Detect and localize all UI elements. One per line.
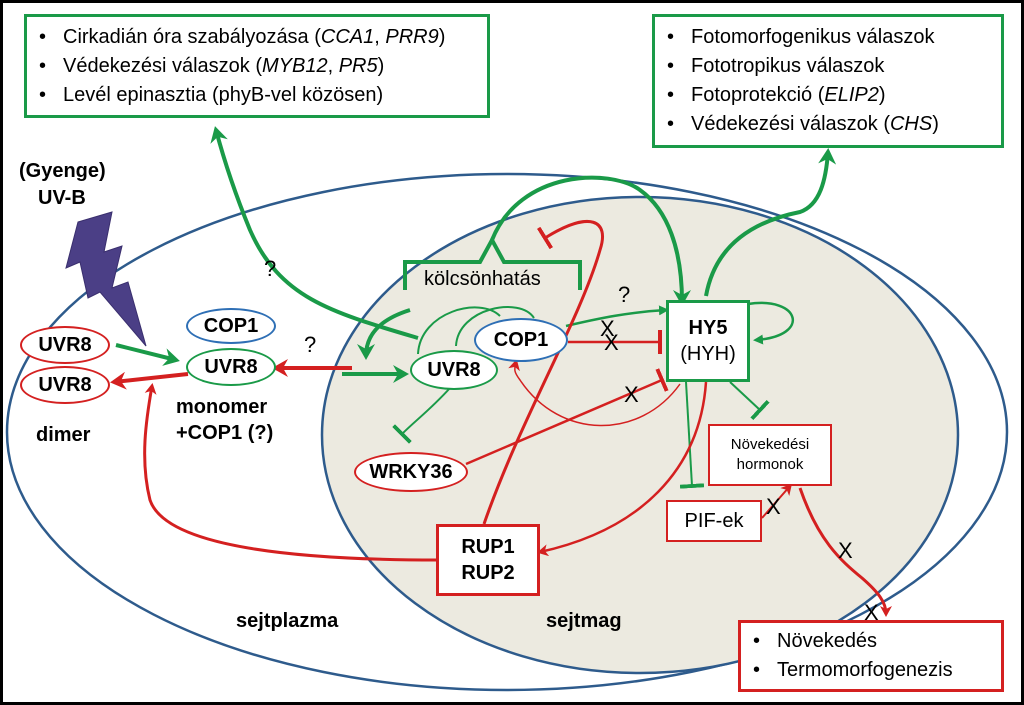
item-text: Fotoprotekció ( xyxy=(691,84,825,106)
top-right-list-item: Fotomorfogenikus válaszok xyxy=(655,23,1001,52)
hy5-node: HY5 (HYH) xyxy=(666,300,750,382)
bottom-right-response-list: NövekedésTermomorfogenezis xyxy=(741,627,1001,685)
arrow-hy5-to-top-right-box xyxy=(704,148,837,297)
uvr8-nucleus-node: UVR8 xyxy=(410,350,498,390)
block-mark-cop1-hy5-green: X xyxy=(600,316,615,341)
gene-name: CCA1 xyxy=(320,26,375,48)
bottom-right-response-box: NövekedésTermomorfogenezis xyxy=(738,620,1004,692)
gene-name: MYB12 xyxy=(261,55,328,77)
arrow-monomer-to-dimer xyxy=(110,371,189,390)
inhibit-wrky36-hy5 xyxy=(465,368,669,466)
rup1-label: RUP1 xyxy=(461,536,515,558)
question-mark-2: ? xyxy=(304,332,317,357)
item-text: ) xyxy=(932,113,939,135)
block-mark-pif: X xyxy=(766,494,781,519)
arrow-dimer-to-monomer xyxy=(115,343,180,366)
uvr8-dimer-top-node: UVR8 xyxy=(20,326,110,364)
cop1-nucleus-node: COP1 xyxy=(474,318,568,362)
top-left-list-item: Védekezési válaszok (MYB12, PR5) xyxy=(27,52,487,81)
question-mark-1: ? xyxy=(264,256,277,281)
dimer-label: dimer xyxy=(36,424,91,446)
arrow-hy5-to-rup xyxy=(537,381,708,557)
arrow-pif-to-hormones xyxy=(761,483,792,519)
nucleus xyxy=(320,195,960,675)
inhibit-hy5-pif xyxy=(679,381,705,489)
inhibit-rup-interaction xyxy=(482,220,605,525)
gene-name: ELIP2 xyxy=(824,84,879,106)
inhibit-hy5-hormones xyxy=(729,381,770,421)
arrow-uvr8-to-top-left-box xyxy=(210,126,419,340)
top-left-response-list: Cirkadián óra szabályozása (CCA1, PRR9)V… xyxy=(27,23,487,110)
item-text: ) xyxy=(878,84,886,106)
monomer-label: monomer xyxy=(176,396,268,418)
nucleus-label: sejtmag xyxy=(546,610,622,632)
top-right-list-item: Fototropikus válaszok xyxy=(655,52,1001,81)
arrow-rup-to-dimer xyxy=(143,383,439,562)
growth-hormones-label-1: Növekedési xyxy=(730,436,810,453)
arrow-to-uvr8-left xyxy=(357,308,411,360)
gene-name: PRR9 xyxy=(385,26,439,48)
item-text: ) xyxy=(438,26,446,48)
wrky36-node: WRKY36 xyxy=(354,452,468,492)
item-text: Levél epinasztia (phyB-vel közösen) xyxy=(63,84,384,106)
item-text: , xyxy=(327,55,339,77)
block-mark-cop1-hy5-red: X xyxy=(604,330,619,355)
arrow-interaction-to-hy5 xyxy=(490,175,691,306)
uvb-label-line1: (Gyenge) xyxy=(19,160,106,182)
top-left-response-box: Cirkadián óra szabályozása (CCA1, PRR9)V… xyxy=(24,14,490,118)
pif-label: PIF-ek xyxy=(684,510,744,532)
item-text: Fototropikus válaszok xyxy=(691,55,885,77)
item-text: Fotomorfogenikus válaszok xyxy=(691,26,935,48)
hy5-label: HY5 xyxy=(688,317,728,339)
top-right-list-item: Fotoprotekció (ELIP2) xyxy=(655,81,1001,110)
top-right-response-list: Fotomorfogenikus válaszokFototropikus vá… xyxy=(655,23,1001,139)
bottom-right-list-item: Termomorfogenezis xyxy=(741,656,1001,685)
item-text: , xyxy=(374,26,386,48)
rup2-label: RUP2 xyxy=(461,562,515,584)
monomer-cop1-label: +COP1 (?) xyxy=(176,422,274,444)
gene-name: PR5 xyxy=(338,55,378,77)
item-text: Cirkadián óra szabályozása ( xyxy=(63,26,321,48)
uvb-label-line2: UV-B xyxy=(38,187,86,209)
block-mark-growth-2: X xyxy=(864,600,879,625)
cop1-uvr8-loop xyxy=(455,306,535,347)
item-text: Védekezési válaszok ( xyxy=(63,55,262,77)
hyh-label: (HYH) xyxy=(680,343,736,365)
growth-hormones-label-2: hormonok xyxy=(736,456,804,473)
top-left-list-item: Cirkadián óra szabályozása (CCA1, PRR9) xyxy=(27,23,487,52)
top-right-response-box: Fotomorfogenikus válaszokFototropikus vá… xyxy=(652,14,1004,148)
arrow-hormones-to-growth xyxy=(798,487,892,617)
arrow-cop1-to-hy5 xyxy=(565,305,669,328)
top-left-list-item: Levél epinasztia (phyB-vel közösen) xyxy=(27,81,487,110)
pif-node: PIF-ek xyxy=(666,500,762,542)
item-text: ) xyxy=(377,55,385,77)
top-right-list-item: Védekezési válaszok (CHS) xyxy=(655,110,1001,139)
item-text: Védekezési válaszok ( xyxy=(691,113,890,135)
interaction-label: kölcsönhatás xyxy=(424,268,541,290)
bottom-right-list-item: Növekedés xyxy=(741,627,1001,656)
lightning-bolt-icon xyxy=(65,211,147,347)
cytoplasm-label: sejtplazma xyxy=(236,610,339,632)
arrow-hy5-to-cop1 xyxy=(508,359,681,427)
block-mark-growth-1: X xyxy=(838,538,853,563)
hy5-self-loop xyxy=(747,301,795,345)
uvr8-monomer-node: UVR8 xyxy=(186,348,276,386)
question-mark-3: ? xyxy=(618,282,631,307)
rup-node: RUP1 RUP2 xyxy=(436,524,540,596)
inhibit-uvr8-wrky36 xyxy=(392,387,451,444)
cop1-cytoplasm-node: COP1 xyxy=(186,308,276,344)
growth-hormones-node: Növekedési hormonok xyxy=(708,424,832,486)
gene-name: CHS xyxy=(889,113,933,135)
block-mark-wrky36: X xyxy=(624,382,639,407)
uvr8-dimer-bottom-node: UVR8 xyxy=(20,366,110,404)
uvr8-cop1-loop xyxy=(417,306,501,355)
